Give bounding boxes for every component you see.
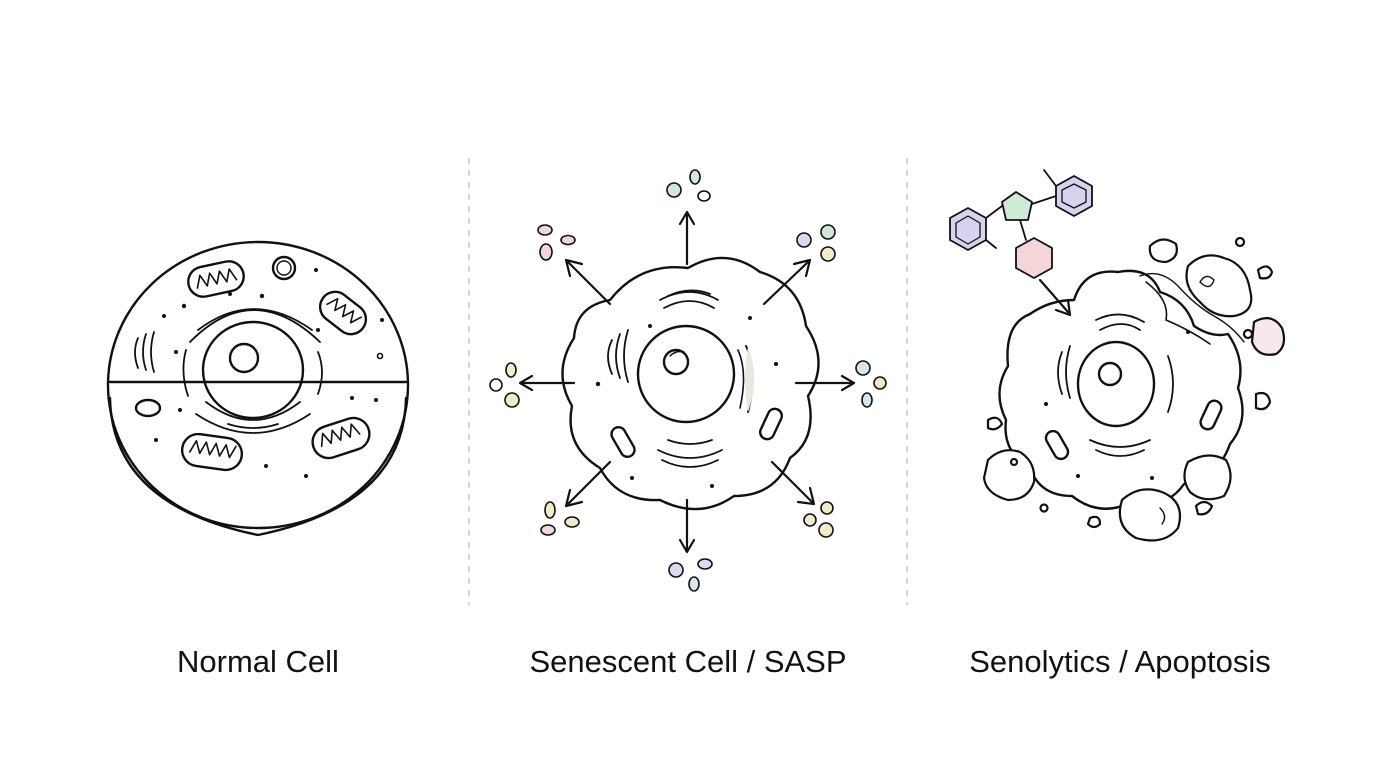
sasp-arrow-up-left <box>566 260 610 304</box>
drug-ring-bottom <box>1016 238 1052 278</box>
mitochondrion-top <box>185 259 246 300</box>
mitochondrion-bottom-right <box>308 414 373 462</box>
mitochondrion-bottom-left <box>180 432 244 472</box>
panel-label-senescent-cell: Senescent Cell / SASP <box>470 638 906 686</box>
sasp-arrow-up <box>680 212 694 264</box>
sasp-arrow-right <box>796 376 854 390</box>
panel-label-senolytics: Senolytics / Apoptosis <box>920 638 1320 686</box>
apoptotic-body-left <box>984 450 1034 500</box>
senescent-mito-right <box>758 407 784 442</box>
normal-vesicle-top <box>273 257 295 279</box>
apoptotic-nucleolus <box>1099 363 1121 385</box>
sasp-arrow-down-right <box>772 462 814 504</box>
senescent-nucleus <box>638 326 734 422</box>
normal-cell-membrane <box>108 242 408 528</box>
sasp-arrow-left <box>520 376 574 390</box>
apoptotic-body-right <box>1252 318 1284 355</box>
normal-nucleolus <box>230 344 258 372</box>
senolytic-drug <box>950 170 1092 315</box>
panel-label-normal-cell: Normal Cell <box>60 638 456 686</box>
sasp-arrow-down-left <box>566 462 610 506</box>
senescent-nucleolus <box>664 350 688 374</box>
apoptotic-body-bottom-right <box>1184 455 1230 499</box>
normal-golgi <box>135 332 154 372</box>
apoptotic-body-bottom <box>1120 489 1180 540</box>
apoptotic-organelles <box>1058 314 1173 456</box>
apoptotic-body-top-right <box>1187 255 1252 316</box>
mitochondrion-right <box>314 286 372 340</box>
drug-arrow <box>1040 280 1070 315</box>
normal-er <box>183 309 322 433</box>
normal-cell <box>108 242 408 535</box>
normal-vesicle-left <box>136 400 160 416</box>
senescent-cell <box>490 170 886 591</box>
drug-ring-center <box>1002 192 1032 220</box>
senescent-mito-left <box>609 425 637 460</box>
sasp-arrow-up-right <box>764 260 810 304</box>
sasp-arrows <box>520 212 854 552</box>
